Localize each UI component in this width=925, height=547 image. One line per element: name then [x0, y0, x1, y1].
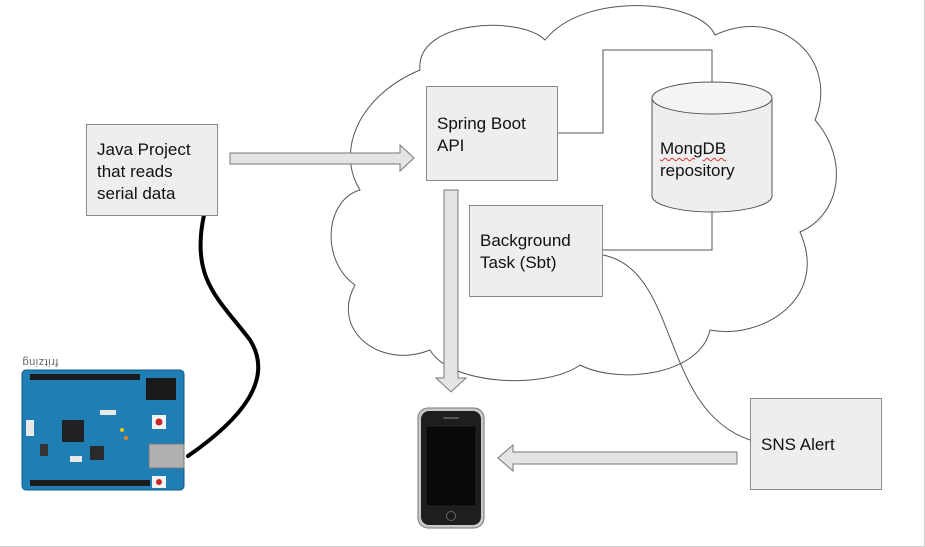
sns-alert-label: SNS Alert	[761, 435, 835, 454]
background-task-line-1: Background	[480, 231, 571, 250]
java-project-line-2: that reads	[97, 162, 173, 181]
sns-alert-box: SNS Alert	[750, 398, 882, 490]
spring-boot-api-box: Spring Boot API	[426, 86, 558, 181]
smartphone-icon	[417, 407, 485, 529]
mongodb-cylinder	[651, 81, 773, 213]
connector-springboot-mongodb	[557, 49, 713, 134]
mongodb-line-1: MongDB	[660, 139, 727, 158]
mongodb-line-2: repository	[660, 161, 735, 180]
java-project-box: Java Project that reads serial data	[86, 124, 218, 216]
arrow-sns-to-phone	[497, 443, 738, 473]
connector-background-sns	[602, 254, 751, 441]
java-project-line-1: Java Project	[97, 140, 191, 159]
arduino-board-icon	[21, 369, 185, 491]
arrow-java-to-springboot	[229, 143, 415, 173]
spring-boot-line-1: Spring Boot	[437, 114, 526, 133]
background-task-box: Background Task (Sbt)	[469, 205, 603, 297]
usb-cable	[186, 213, 261, 458]
background-task-line-2: Task (Sbt)	[480, 253, 557, 272]
fritzing-watermark: fritzing	[22, 356, 59, 368]
spring-boot-line-2: API	[437, 136, 465, 155]
mongodb-label: MongDB repository	[660, 138, 735, 182]
connector-mongodb-background	[603, 205, 713, 251]
java-project-line-3: serial data	[97, 184, 176, 203]
arrow-springboot-to-phone	[434, 189, 468, 393]
